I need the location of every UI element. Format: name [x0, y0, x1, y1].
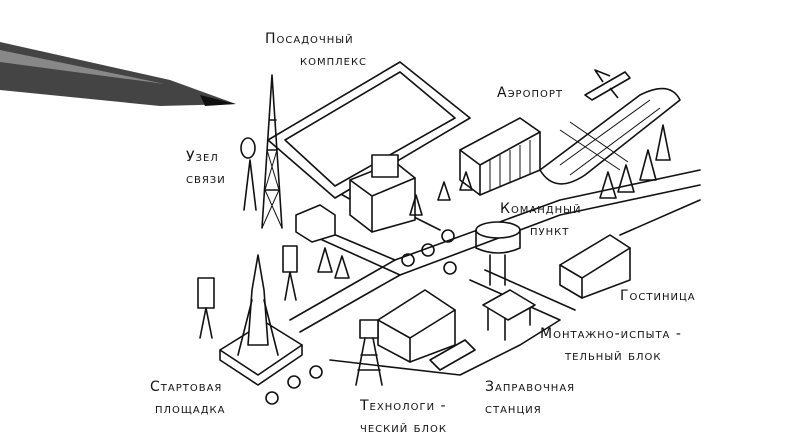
comms-building	[295, 204, 336, 243]
label-line: связи	[186, 171, 226, 187]
water-tower-icon	[355, 319, 383, 386]
hotel-building	[559, 234, 631, 299]
label-line: комплекс	[300, 53, 368, 69]
label-line: Узел	[186, 149, 219, 165]
airport-hangar	[459, 117, 541, 196]
label-line: ческий блок	[360, 420, 448, 436]
technological-building	[377, 289, 476, 371]
satellite-dish-tower-icon	[240, 137, 257, 211]
label-line: Командный	[500, 201, 582, 217]
label-technological: Технологи - ческий блок	[360, 395, 447, 439]
label-airport: Аэропорт	[497, 85, 563, 101]
label-comms-node: Узел связи	[186, 146, 226, 190]
label-hotel: Гостиница	[620, 288, 696, 304]
landing-complex-field	[267, 61, 471, 199]
label-launch-pad: Стартовая площадка	[150, 376, 225, 420]
label-line: Технологи -	[360, 398, 447, 414]
radio-tower-icon	[261, 74, 283, 229]
label-line: Монтажно-испыта -	[540, 326, 682, 342]
label-line: тельный блок	[565, 348, 662, 364]
runway	[539, 87, 681, 185]
label-line: Стартовая	[150, 379, 223, 395]
trees	[265, 124, 671, 405]
label-fuel-station: Заправочная станция	[485, 376, 575, 420]
antenna-icon	[197, 245, 298, 339]
label-line: станция	[485, 401, 542, 417]
launch-pad	[219, 254, 303, 386]
label-line: Посадочный	[265, 31, 354, 47]
pencil-icon	[0, 42, 236, 106]
airplane-icon	[584, 69, 631, 101]
label-assembly-test: Монтажно-испыта - тельный блок	[540, 323, 682, 367]
label-line: пункт	[530, 223, 570, 239]
control-building	[349, 154, 416, 233]
label-landing-complex: Посадочный комплекс	[265, 28, 367, 72]
command-post-tank	[475, 221, 521, 286]
label-line: площадка	[155, 401, 226, 417]
assembly-test-building	[482, 289, 536, 341]
label-line: Заправочная	[485, 379, 576, 395]
label-command-post: Командный пункт	[500, 198, 581, 242]
